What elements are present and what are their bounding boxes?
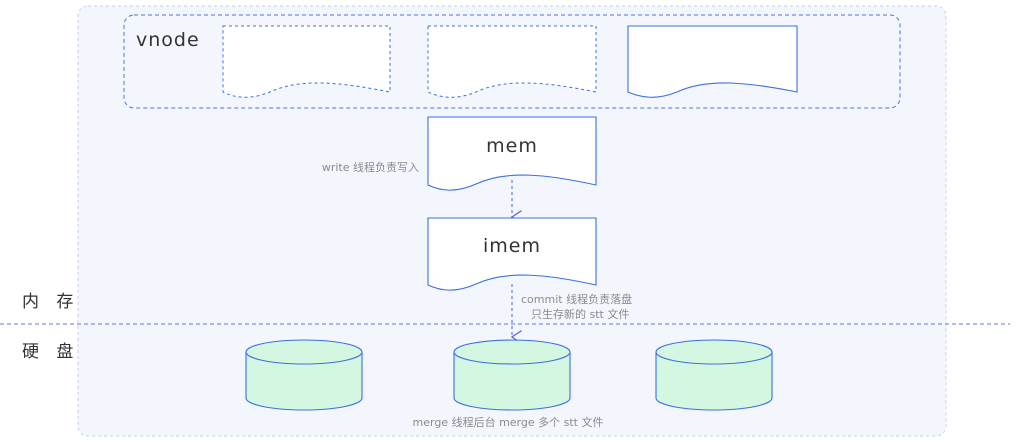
memory-region-label: 内 存 [22, 292, 79, 312]
stt-file-2 [453, 339, 571, 411]
commit-note-line1: commit 线程负责落盘 [521, 292, 632, 306]
vnode-buffer-dashed-1 [222, 25, 391, 98]
disk-region-label: 硬 盘 [22, 342, 79, 362]
imem-label: imem [483, 235, 541, 257]
vnode-label: vnode [136, 29, 200, 51]
stt-file-1 [245, 339, 363, 411]
vnode-container [123, 14, 901, 109]
vnode-buffer-dashed-2 [427, 25, 597, 98]
mem-label: mem [486, 135, 538, 157]
write-note: write 线程负责写入 [322, 160, 419, 174]
merge-note: merge 线程后台 merge 多个 stt 文件 [413, 415, 604, 429]
vnode-buffer-solid [627, 25, 798, 98]
commit-note-line2: 只生存新的 stt 文件 [531, 307, 629, 321]
stt-file-3 [655, 339, 773, 411]
imem-buffer [427, 217, 597, 291]
mem-buffer [427, 116, 597, 191]
